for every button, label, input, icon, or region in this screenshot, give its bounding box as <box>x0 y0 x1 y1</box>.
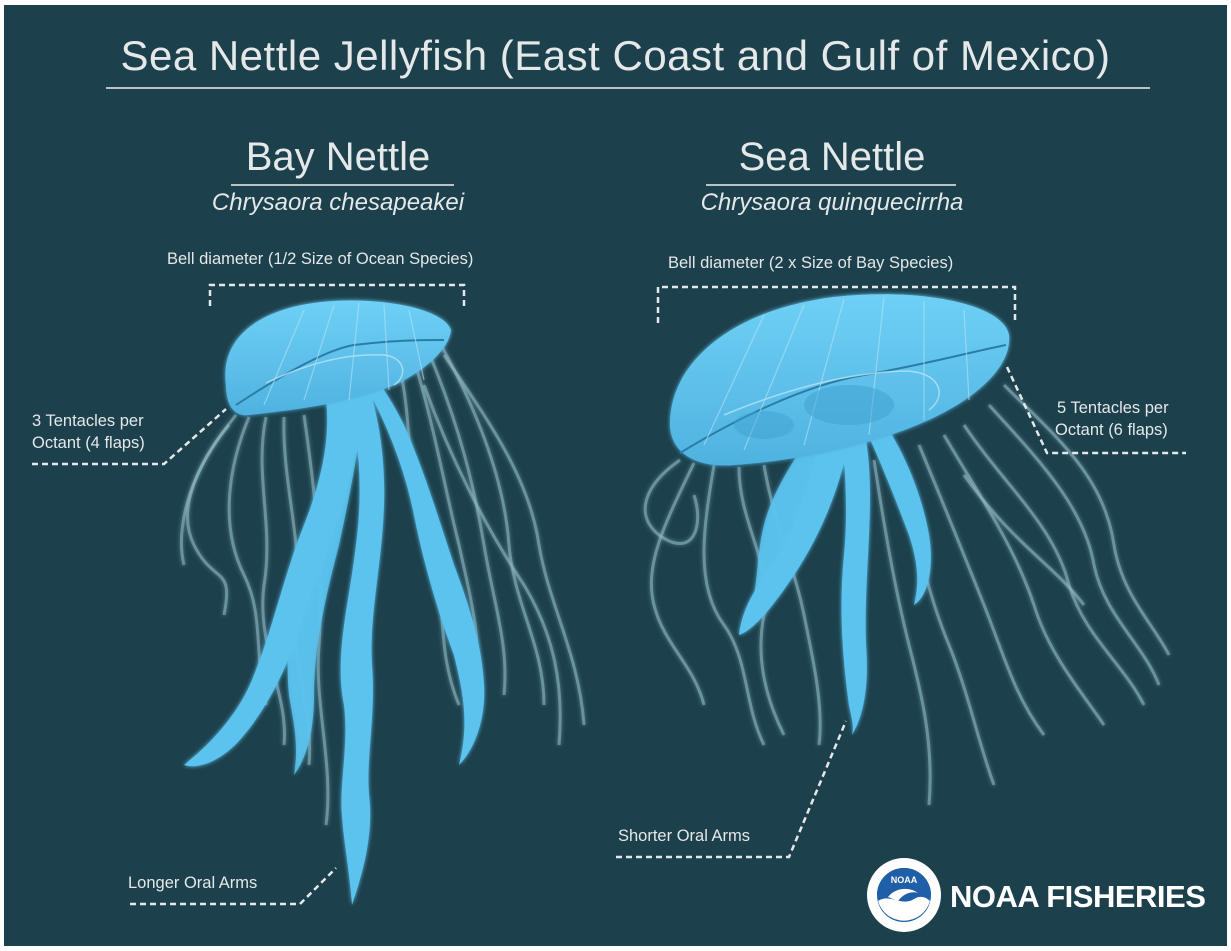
jellyfish-illustration <box>4 5 1227 946</box>
bay-nettle-bell <box>225 301 451 416</box>
bay-nettle-scientific-name: Chrysaora chesapeakei <box>168 189 508 217</box>
bay-nettle-common-name: Bay Nettle <box>198 135 478 180</box>
bay-nettle-oral-arms <box>184 360 484 905</box>
sea-bell-diameter-label: Bell diameter (2 x Size of Bay Species) <box>668 253 953 274</box>
sea-nettle-common-name: Sea Nettle <box>692 135 972 180</box>
infographic-canvas: Sea Nettle Jellyfish (East Coast and Gul… <box>4 5 1227 946</box>
sea-tentacles-label-line1: 5 Tentacles per <box>1057 398 1169 419</box>
callout-lines <box>32 285 1186 904</box>
bay-nettle-name-divider <box>231 184 454 186</box>
sea-oral-arms-label: Shorter Oral Arms <box>618 826 750 847</box>
noaa-fisheries-wordmark: NOAA FISHERIES <box>950 879 1205 915</box>
noaa-emblem-icon: NOAA <box>866 857 942 933</box>
sea-nettle-name-divider <box>706 184 956 186</box>
sea-nettle-bell <box>670 294 1009 465</box>
bay-tentacles-label-line2: Octant (4 flaps) <box>32 433 145 454</box>
bay-tentacles-label-line1: 3 Tentacles per <box>32 411 144 432</box>
bay-oral-arms-label: Longer Oral Arms <box>128 873 257 894</box>
sea-tentacles-label-line2: Octant (6 flaps) <box>1055 420 1168 441</box>
sea-nettle-scientific-name: Chrysaora quinquecirrha <box>662 189 1002 217</box>
main-title: Sea Nettle Jellyfish (East Coast and Gul… <box>4 32 1227 80</box>
title-divider <box>106 87 1150 89</box>
bay-bell-diameter-label: Bell diameter (1/2 Size of Ocean Species… <box>167 249 473 270</box>
noaa-emblem-text: NOAA <box>891 875 918 885</box>
